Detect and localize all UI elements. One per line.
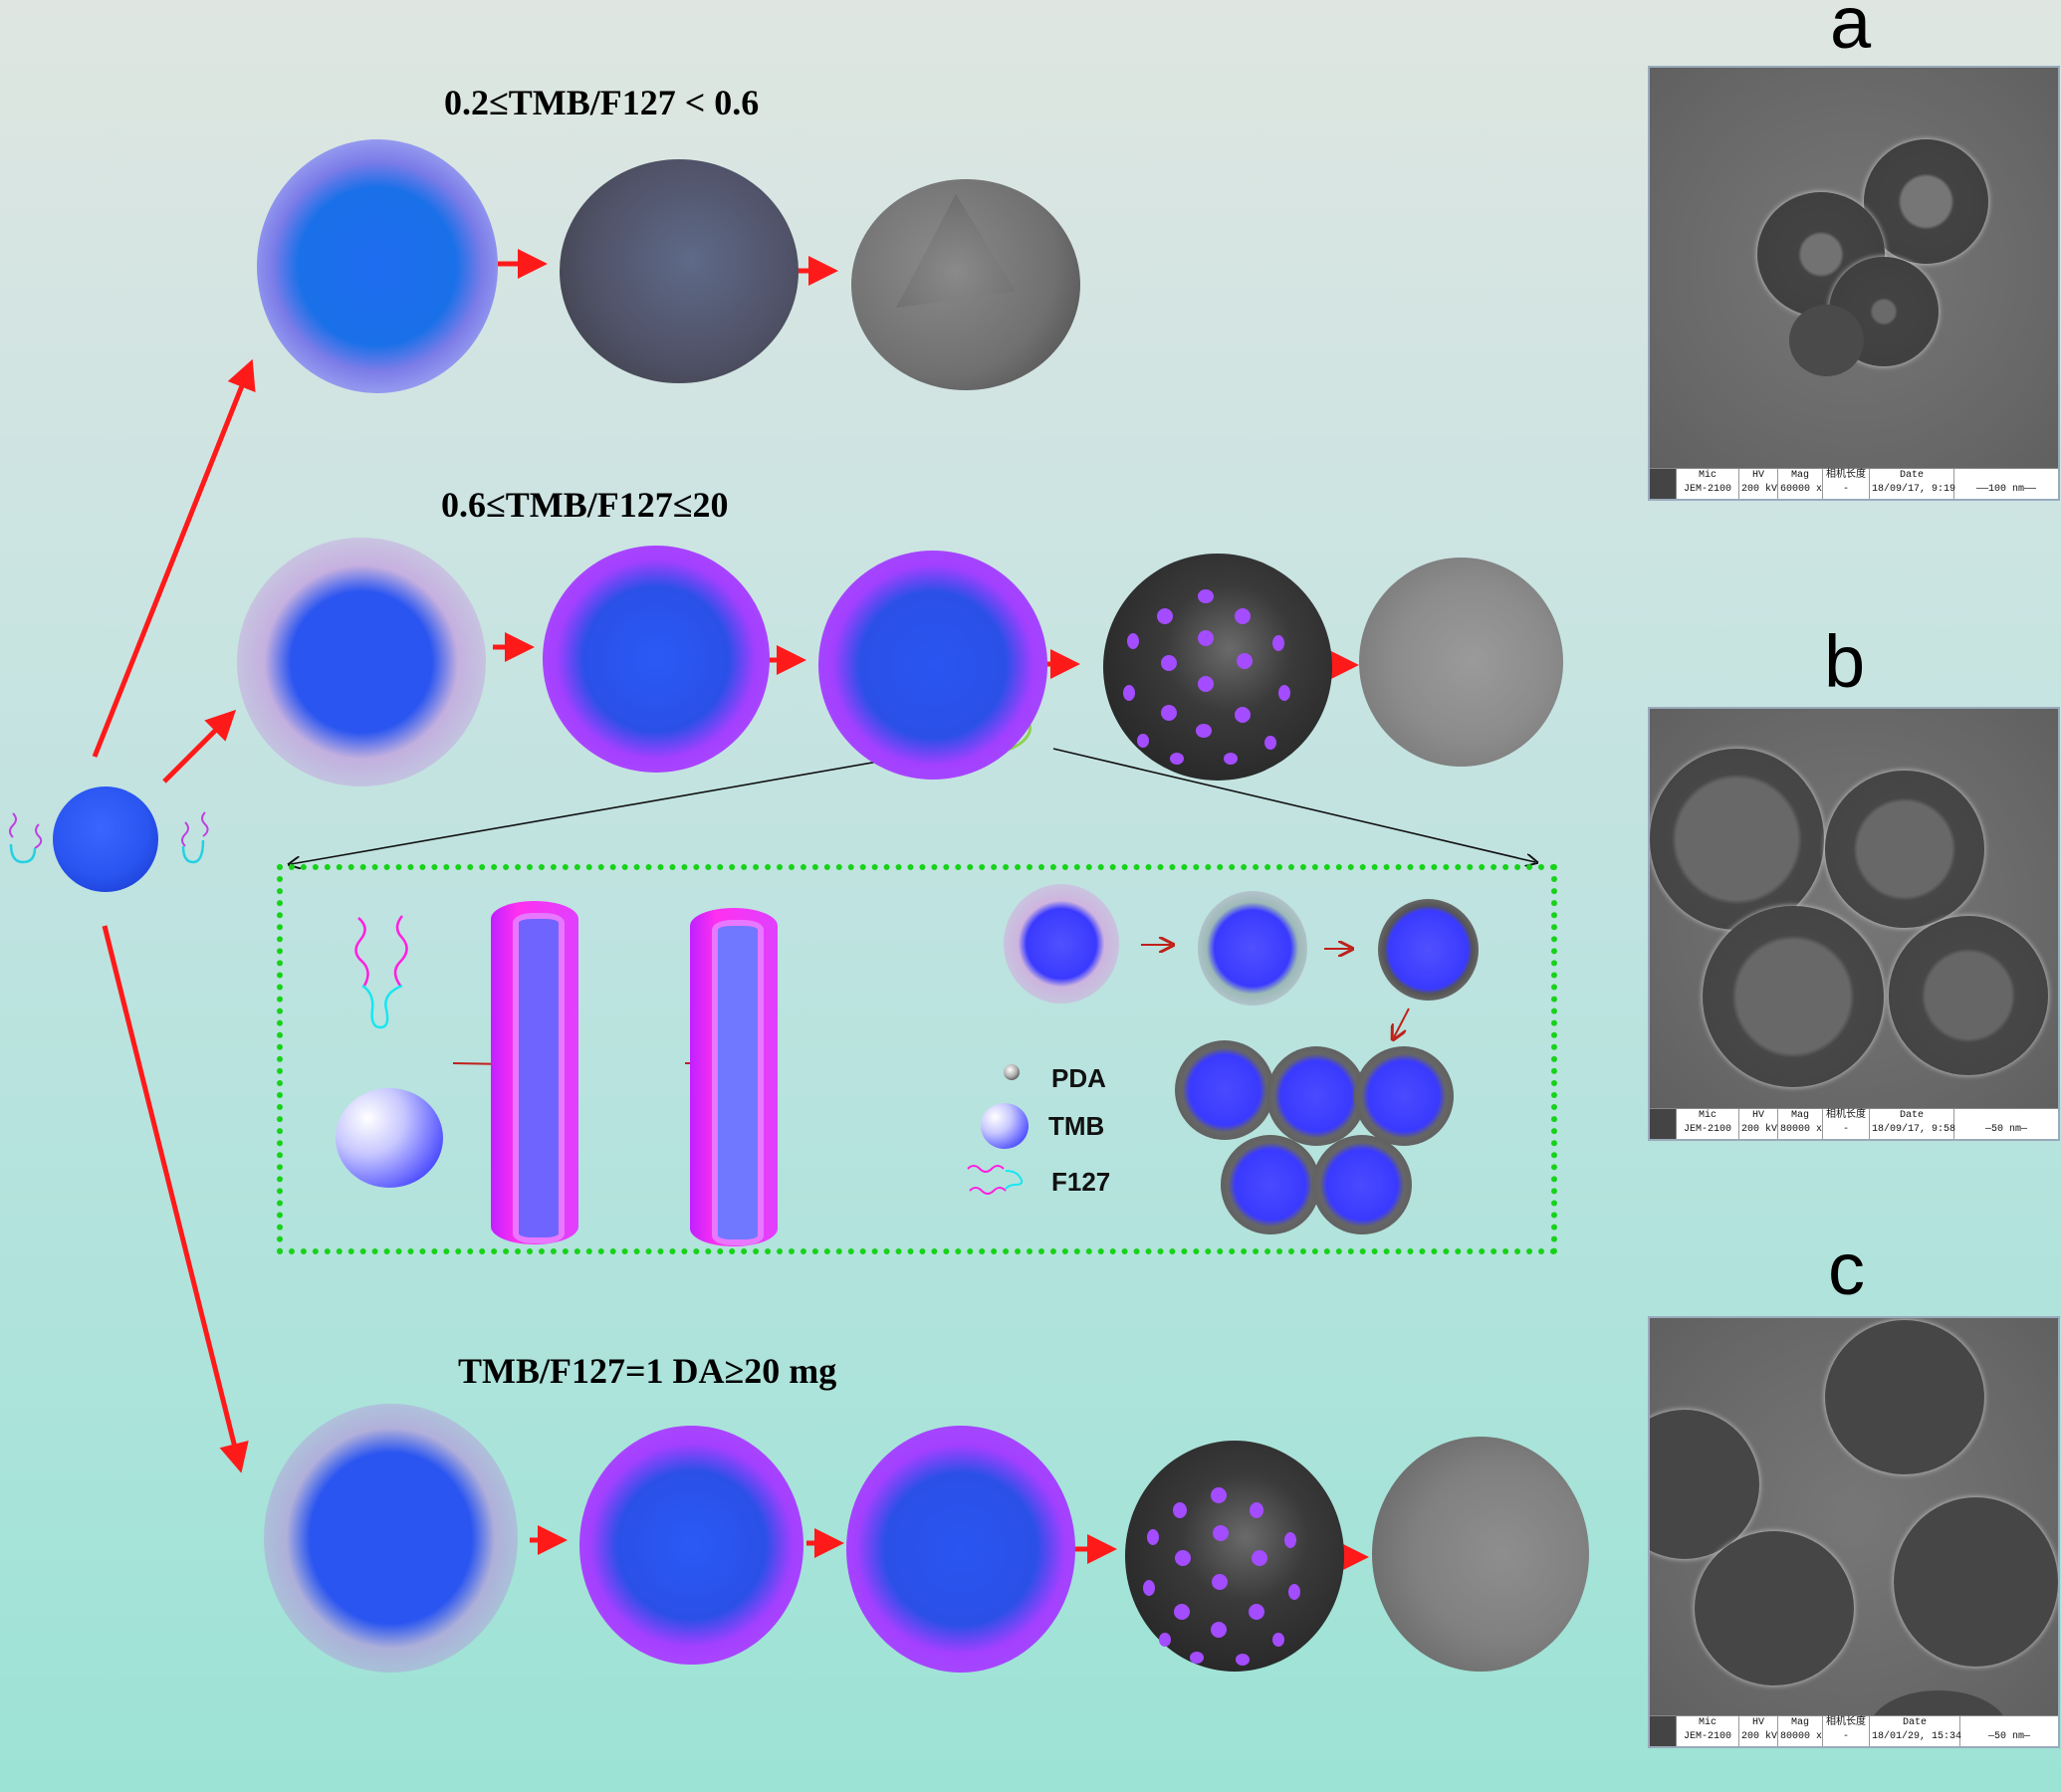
tem-micrograph-a bbox=[1650, 68, 2058, 469]
mesoporous-hollow-shell bbox=[1359, 558, 1563, 767]
microscope-icon bbox=[1650, 1716, 1677, 1746]
pore-dots bbox=[1143, 1487, 1300, 1666]
rod-inner-core bbox=[513, 913, 565, 1243]
micelle-f127-brush-da bbox=[264, 1404, 518, 1673]
legend-label-f127: F127 bbox=[1051, 1167, 1111, 1197]
micelle-f127-brush bbox=[237, 538, 486, 786]
panel-label-b: b bbox=[1824, 620, 1866, 703]
micelle-rod-assembly bbox=[543, 546, 770, 773]
f127-molecule-icon bbox=[181, 811, 209, 864]
tmb-droplet-icon bbox=[336, 1088, 443, 1188]
tem-micrograph-c bbox=[1650, 1318, 2058, 1746]
scale-bar: —50 nm— bbox=[1984, 1124, 2027, 1135]
inset-micelle-pda-attached bbox=[1198, 891, 1307, 1006]
tem-micrograph-b bbox=[1650, 709, 2058, 1109]
inset-micelle-f127 bbox=[1004, 884, 1119, 1004]
tmb-legend-icon bbox=[981, 1103, 1029, 1149]
scale-bar: —50 nm— bbox=[1987, 1731, 2030, 1742]
hollow-shell-cutaway bbox=[851, 179, 1080, 390]
f127-legend-icon bbox=[967, 1165, 1024, 1195]
micelle-rod-pda-assembly-da bbox=[846, 1426, 1075, 1673]
pore-dots bbox=[1123, 589, 1290, 765]
legend-label-tmb: TMB bbox=[1048, 1111, 1105, 1141]
microscope-icon bbox=[1650, 1109, 1677, 1139]
panel-label-a: a bbox=[1830, 0, 1872, 64]
condition-label-middle: 0.6≤TMB/F127≤20 bbox=[441, 485, 729, 525]
pda-sphere-with-pores-da bbox=[1125, 1441, 1344, 1672]
micelle-rod-assembly-da bbox=[579, 1426, 803, 1665]
mechanism-inset-box bbox=[277, 864, 1557, 1254]
microscope-icon bbox=[1650, 469, 1677, 499]
starting-core-sphere bbox=[53, 786, 158, 892]
panel-label-c: c bbox=[1828, 1228, 1865, 1310]
f127-molecule-icon bbox=[9, 812, 43, 864]
inset-aggregated-micelles bbox=[1175, 1040, 1513, 1234]
micelle-rod-pda-assembly bbox=[818, 551, 1047, 780]
shell-cutaway-opening bbox=[896, 194, 1016, 309]
micelle-coiled-f127 bbox=[257, 139, 498, 393]
condition-label-bottom: TMB/F127=1 DA≥20 mg bbox=[458, 1351, 837, 1391]
f127-chain-icon bbox=[354, 915, 408, 1029]
hollow-porous-shell-da bbox=[1372, 1437, 1589, 1672]
condition-label-top: 0.2≤TMB/F127 < 0.6 bbox=[444, 83, 760, 122]
rod-inner-core bbox=[712, 920, 764, 1245]
scale-bar: ——100 nm—— bbox=[1975, 484, 2036, 495]
micelle-rod-cross-section bbox=[491, 901, 578, 1244]
pda-legend-icon bbox=[1004, 1064, 1020, 1080]
micelle-rod-with-pda bbox=[690, 908, 778, 1246]
legend-label-pda: PDA bbox=[1051, 1063, 1106, 1093]
inset-micelle-pda-shell bbox=[1378, 899, 1479, 1001]
coated-sphere bbox=[560, 159, 799, 383]
